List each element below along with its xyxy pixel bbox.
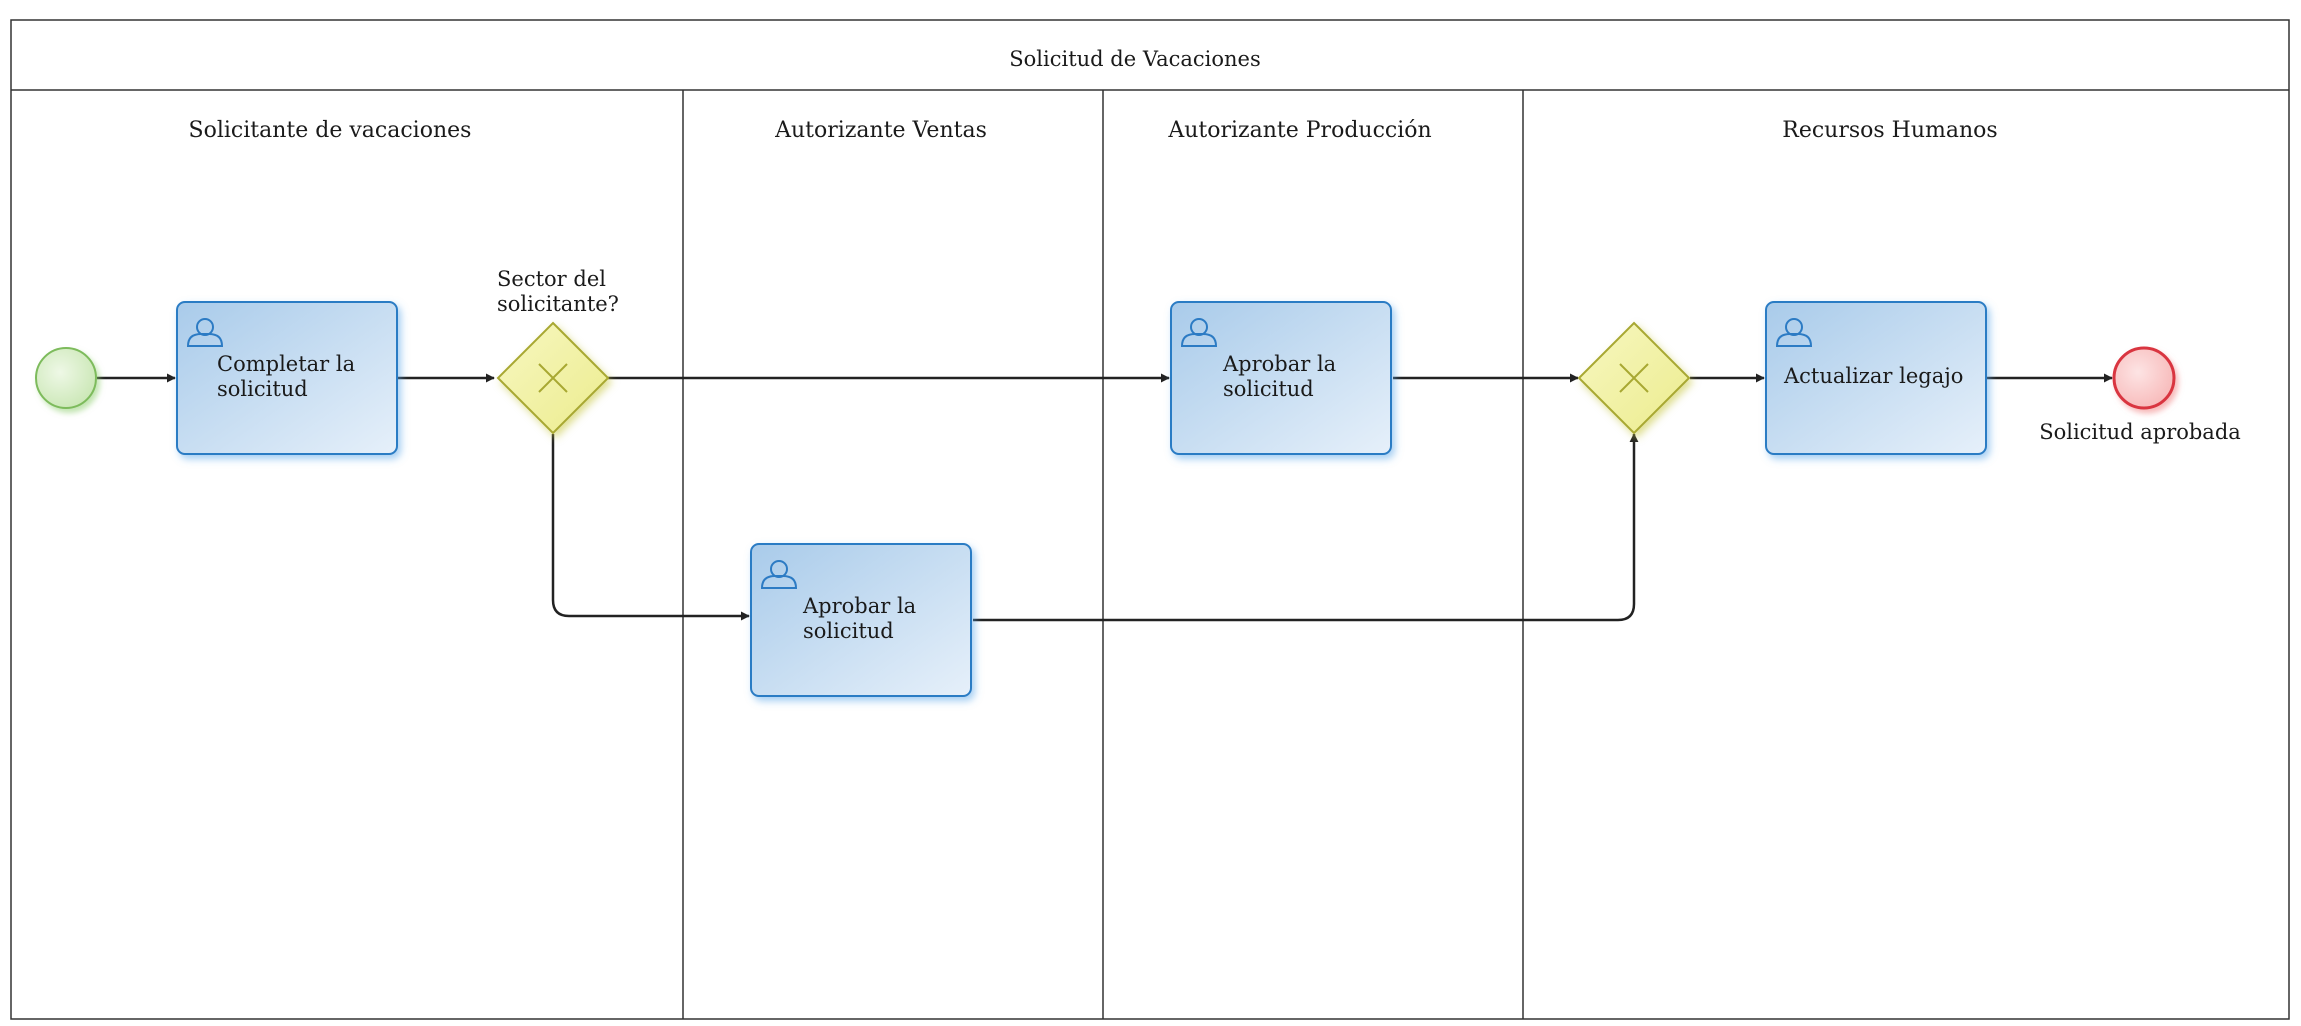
lane-title-ventas: Autorizante Ventas (774, 118, 987, 143)
user-icon (760, 560, 798, 589)
task-completar-solicitud[interactable]: Completar la solicitud (176, 301, 398, 455)
lane-title-produccion: Autorizante Producción (1167, 118, 1431, 143)
pool-border (10, 19, 2290, 1020)
sequence-flows (97, 373, 2113, 622)
task-box[interactable] (1170, 301, 1392, 455)
lane-title-rrhh: Recursos Humanos (1782, 118, 1997, 143)
x-icon (538, 363, 568, 393)
task-actualizar-legajo[interactable]: Actualizar legajo (1765, 301, 1987, 455)
user-icon (1180, 318, 1218, 347)
user-icon (1775, 318, 1813, 347)
lane-dividers (682, 90, 1524, 1019)
x-icon (1619, 363, 1649, 393)
task-label-line2: solicitud (217, 377, 308, 401)
task-box[interactable] (750, 543, 972, 697)
task-label-line1: Aprobar la (802, 594, 916, 618)
end-event-label: Solicitud aprobada (2039, 420, 2241, 444)
gateway-join[interactable] (1577, 321, 1691, 435)
task-label-line1: Aprobar la (1222, 352, 1336, 376)
task-aprobar-ventas[interactable]: Aprobar la solicitud (750, 543, 972, 697)
task-aprobar-produccion[interactable]: Aprobar la solicitud (1170, 301, 1392, 455)
flow-aprobar-ventas-to-join[interactable] (973, 433, 1639, 622)
task-label-line1: Actualizar legajo (1783, 364, 1963, 388)
start-event[interactable] (35, 347, 97, 409)
gateway-sector-solicitante[interactable]: Sector del solicitante? (496, 267, 619, 435)
pool-title: Solicitud de Vacaciones (1009, 47, 1260, 71)
task-box[interactable] (1765, 301, 1987, 455)
pool: Solicitud de Vacaciones (10, 19, 2290, 1020)
gateway-label-line2: solicitante? (497, 292, 619, 316)
task-box[interactable] (176, 301, 398, 455)
user-icon (186, 318, 224, 347)
task-label-line2: solicitud (1223, 377, 1314, 401)
flow-gateway-to-aprobar-ventas[interactable] (551, 434, 750, 621)
end-event-solicitud-aprobada[interactable]: Solicitud aprobada (2039, 346, 2241, 444)
end-event[interactable] (2112, 346, 2176, 410)
lane-title-solicitante: Solicitante de vacaciones (189, 118, 472, 143)
task-label-line2: solicitud (803, 619, 894, 643)
gateway-label-line1: Sector del (497, 267, 606, 291)
task-label-line1: Completar la (217, 352, 355, 376)
